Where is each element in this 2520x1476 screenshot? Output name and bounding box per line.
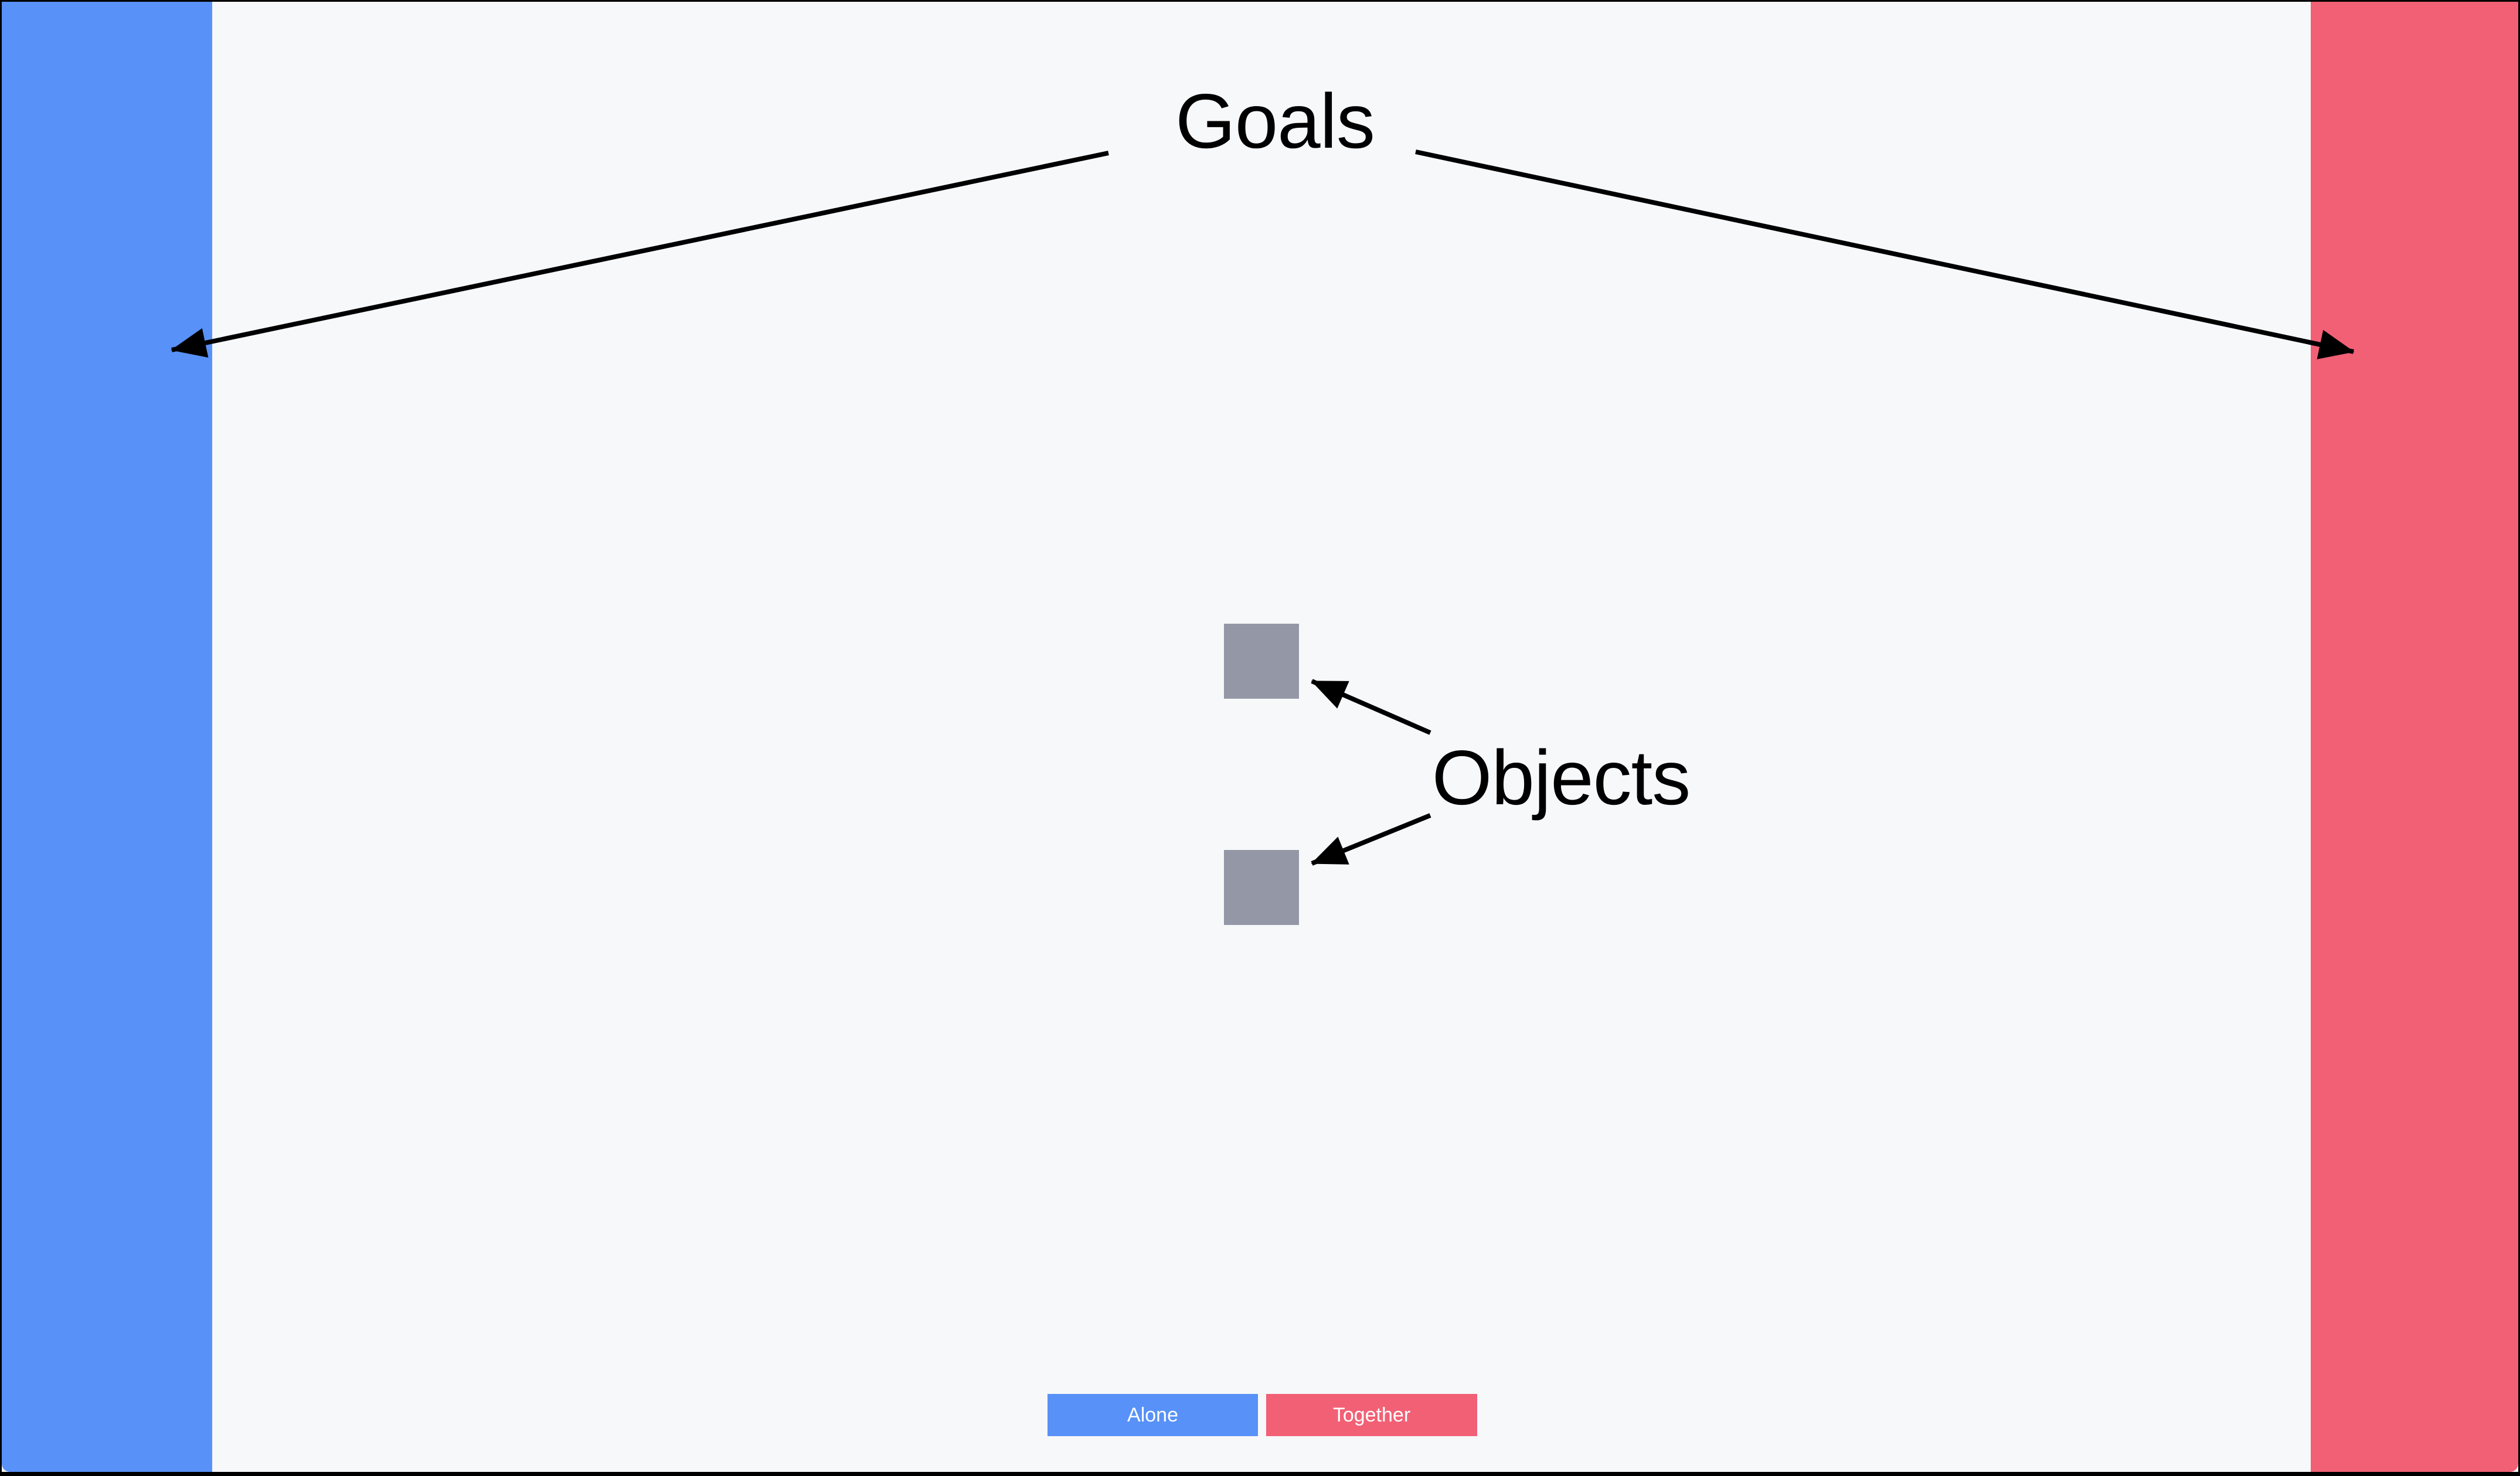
goals-label: Goals — [1175, 78, 1375, 164]
goal-zone-right — [2311, 2, 2518, 1472]
together-button[interactable]: Together — [1266, 1394, 1477, 1436]
objects-label: Objects — [1431, 734, 1691, 821]
goal-zone-left — [2, 2, 212, 1472]
objects-arrow-lower — [1311, 813, 1431, 866]
objects-arrow-upper — [1311, 679, 1431, 735]
game-object-2[interactable] — [1224, 850, 1299, 925]
goals-arrow-left — [171, 151, 1109, 358]
goals-arrow-right — [1415, 149, 2355, 359]
game-object-1[interactable] — [1224, 624, 1299, 699]
alone-button[interactable]: Alone — [1048, 1394, 1258, 1436]
